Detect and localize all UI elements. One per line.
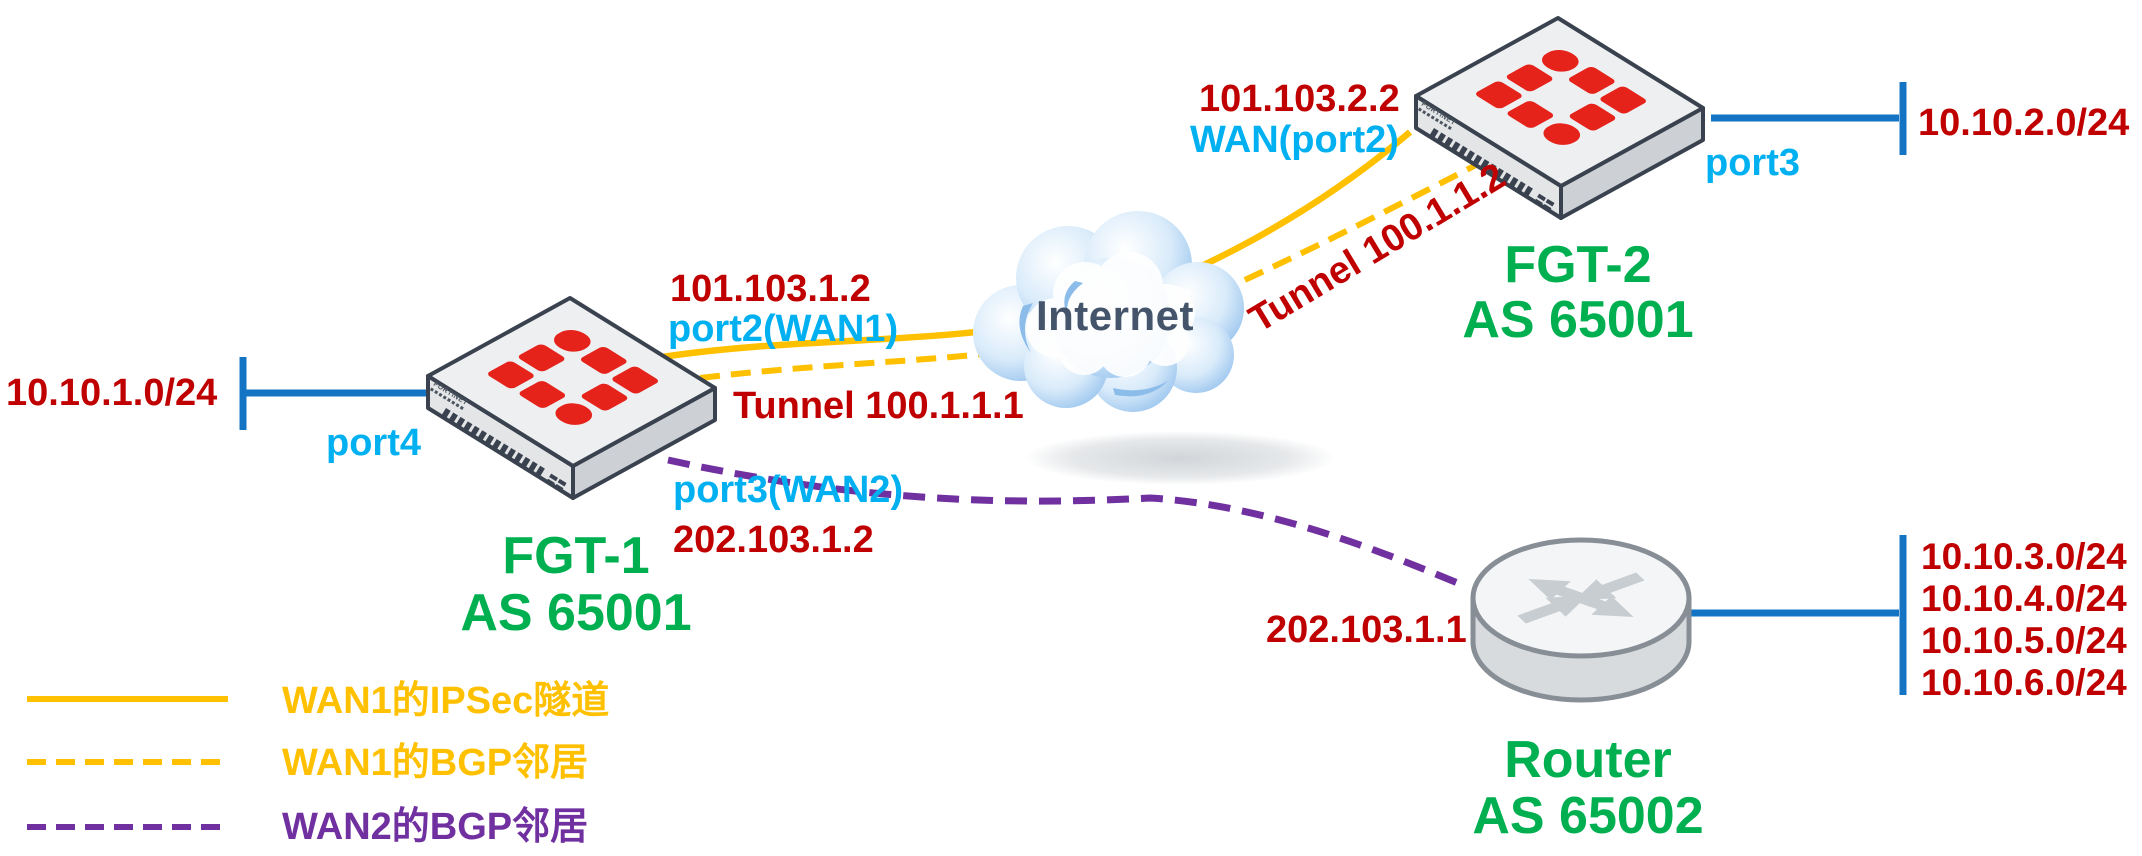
wan1-bgp-neighbor-line [699, 161, 1480, 381]
lan2-subnet-label: 10.10.2.0/24 [1918, 102, 2130, 144]
legend-wan2-bgp-label: WAN2的BGP邻居 [282, 806, 589, 848]
fgt1-wan2-port-label: port3(WAN2) [673, 469, 904, 511]
fgt2-name-label: FGT-2 [1504, 236, 1652, 294]
fgt1-wan2-ip-label: 202.103.1.2 [673, 519, 874, 561]
router-subnet-list: 10.10.3.0/24 10.10.4.0/24 10.10.5.0/24 1… [1921, 536, 2127, 704]
fgt1-asn-label: AS 65001 [460, 584, 692, 642]
fgt2-wan-ip-label: 101.103.2.2 [1199, 78, 1400, 120]
router-wan-ip-label: 202.103.1.1 [1266, 609, 1467, 651]
router-subnet-3: 10.10.5.0/24 [1921, 620, 2127, 661]
fgt1-wan1-ip-label: 101.103.1.2 [670, 268, 871, 310]
internet-label: Internet [1035, 292, 1194, 339]
fgt1-port4-label: port4 [326, 422, 421, 464]
wan2-bgp-neighbor-line [667, 456, 1467, 590]
fgt1-name-label: FGT-1 [502, 527, 650, 585]
cloud-shadow [1025, 431, 1335, 485]
fgt2-port3-label: port3 [1705, 142, 1800, 184]
router-name-label: Router [1504, 731, 1672, 789]
router-asn-label: AS 65002 [1472, 787, 1704, 845]
legend-wan1-bgp-label: WAN1的BGP邻居 [282, 742, 589, 784]
fgt2-wan-port-label: WAN(port2) [1190, 119, 1399, 161]
legend-wan1-ipsec-label: WAN1的IPSec隧道 [282, 680, 610, 722]
router-icon [1466, 520, 1696, 710]
fgt1-wan1-port-label: port2(WAN1) [668, 308, 899, 350]
fgt2-asn-label: AS 65001 [1462, 291, 1694, 349]
lan1-subnet-label: 10.10.1.0/24 [6, 372, 218, 414]
router-subnet-2: 10.10.4.0/24 [1921, 578, 2127, 619]
router-subnet-1: 10.10.3.0/24 [1921, 536, 2127, 577]
router-subnet-4: 10.10.6.0/24 [1921, 662, 2127, 703]
fgt1-tunnel-ip-label: Tunnel 100.1.1.1 [733, 385, 1024, 427]
